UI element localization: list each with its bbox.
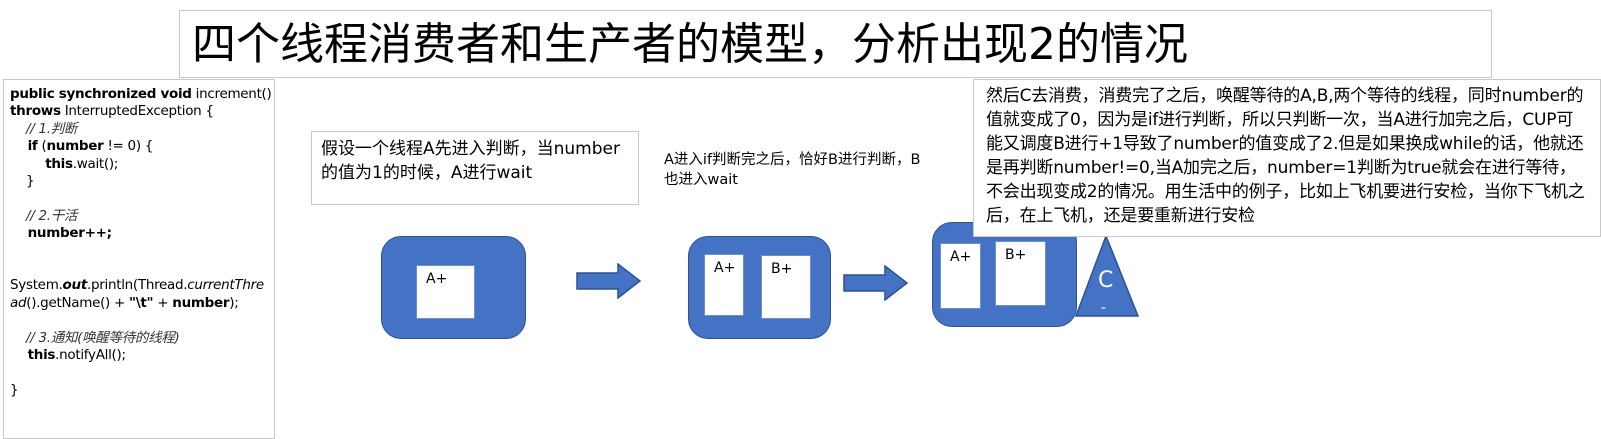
thread-b-card: B+ — [761, 255, 811, 319]
arrow-right-icon — [576, 263, 642, 299]
page-title: 四个线程消费者和生产者的模型，分析出现2的情况 — [192, 19, 1188, 70]
code-keyword: throws — [10, 103, 61, 120]
code-line: if (number != 0) { — [10, 138, 268, 155]
stage-2-wait-set: A+ B+ — [688, 236, 831, 339]
code-line: this.notifyAll(); — [10, 347, 268, 364]
consumer-c-sign: - — [1101, 300, 1107, 316]
code-field: out — [62, 277, 88, 294]
note-step3: 然后C去消费，消费完了之后，唤醒等待的A,B,两个等待的线程，同时number的… — [973, 79, 1601, 237]
code-blank-line — [10, 364, 268, 381]
code-text: ); — [229, 294, 239, 311]
thread-b-card: B+ — [995, 241, 1046, 306]
consumer-c-label: C — [1098, 268, 1114, 293]
code-line: number++; — [10, 225, 112, 242]
note-step2-text: A进入if判断完之后，恰好B进行判断，B也进入wait — [664, 152, 921, 188]
code-keyword: this — [10, 347, 56, 364]
code-line: } — [10, 173, 35, 190]
code-text: .notifyAll(); — [55, 347, 126, 364]
code-blank-line — [10, 190, 268, 207]
code-variable: number — [172, 294, 230, 311]
thread-a-card: A+ — [704, 254, 744, 316]
code-comment: // 3.通知(唤醒等待的线程) — [10, 329, 180, 346]
consumer-c-triangle-icon — [1074, 234, 1140, 317]
thread-a-label: A+ — [426, 271, 448, 287]
stage-3-wait-set: A+ B+ — [932, 222, 1077, 327]
note-step1: 假设一个线程A先进入判断，当number的值为1的时候，A进行wait — [311, 131, 639, 205]
arrow-right-icon — [843, 265, 909, 301]
code-block: public synchronized void increment() thr… — [3, 79, 275, 439]
thread-a-label: A+ — [714, 260, 736, 276]
code-line: System.out.println(Thread.currentThread(… — [10, 277, 268, 312]
code-keyword: public synchronized void — [10, 86, 192, 102]
code-text: System. — [10, 277, 63, 294]
code-text: ().getName() + — [26, 294, 129, 311]
code-text: ( — [37, 138, 47, 155]
thread-a-card: A+ — [416, 265, 475, 319]
code-text: .wait(); — [72, 155, 119, 172]
code-string: "\t" — [129, 294, 154, 311]
code-line: public synchronized void increment() — [10, 86, 272, 103]
code-text: .println(Thread. — [87, 277, 188, 294]
thread-a-card: A+ — [940, 243, 981, 309]
code-method: currentThread — [10, 277, 264, 311]
code-keyword: if — [10, 138, 38, 155]
code-keyword: this — [10, 155, 73, 172]
code-blank-line — [10, 312, 268, 329]
code-variable: number — [46, 138, 104, 155]
code-text: InterruptedException { — [60, 103, 214, 120]
code-blank-line — [10, 260, 268, 277]
code-text: + — [153, 294, 173, 311]
code-text: != 0) { — [103, 138, 154, 155]
stage-1-wait-set: A+ — [381, 236, 526, 339]
thread-b-label: B+ — [1005, 247, 1027, 263]
thread-b-label: B+ — [771, 261, 793, 277]
code-comment: // 2.干活 — [10, 207, 78, 224]
note-step1-text: 假设一个线程A先进入判断，当number的值为1的时候，A进行wait — [321, 139, 620, 183]
title-box: 四个线程消费者和生产者的模型，分析出现2的情况 — [179, 10, 1492, 78]
code-blank-line — [10, 243, 268, 260]
note-step3-text: 然后C去消费，消费完了之后，唤醒等待的A,B,两个等待的线程，同时number的… — [986, 86, 1585, 226]
code-line: throws InterruptedException { — [10, 103, 268, 120]
code-line: this.wait(); — [10, 156, 268, 173]
thread-a-label: A+ — [950, 249, 972, 265]
code-line: } — [10, 381, 19, 398]
code-comment: // 1.判断 — [10, 120, 78, 137]
code-text: increment() — [191, 86, 272, 102]
